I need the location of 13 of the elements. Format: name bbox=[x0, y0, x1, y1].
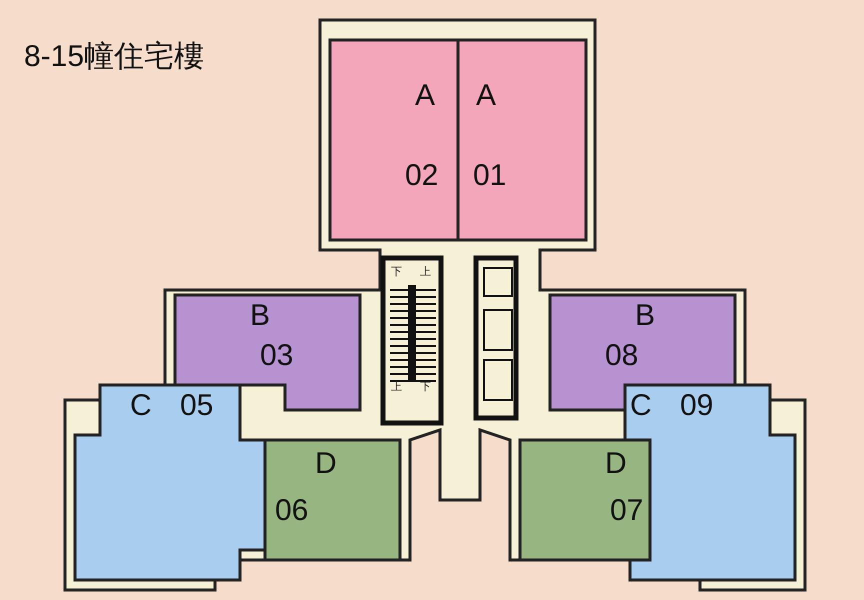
stair-direction-label: 下 bbox=[420, 381, 431, 393]
unit-number: 06 bbox=[275, 495, 308, 527]
unit-letter: A bbox=[476, 80, 496, 112]
title: 8-15幢住宅樓 bbox=[24, 39, 204, 75]
stair-direction-label: 下 bbox=[391, 266, 402, 278]
unit-letter: D bbox=[315, 448, 337, 480]
unit-letter: D bbox=[605, 448, 627, 480]
unit-letter: A bbox=[415, 80, 436, 112]
unit-number: 01 bbox=[473, 160, 506, 192]
stair-direction-label: 上 bbox=[391, 381, 402, 393]
stair-direction-label: 上 bbox=[420, 266, 431, 278]
unit-letter: C bbox=[130, 390, 152, 422]
unit-number: 02 bbox=[405, 160, 438, 192]
